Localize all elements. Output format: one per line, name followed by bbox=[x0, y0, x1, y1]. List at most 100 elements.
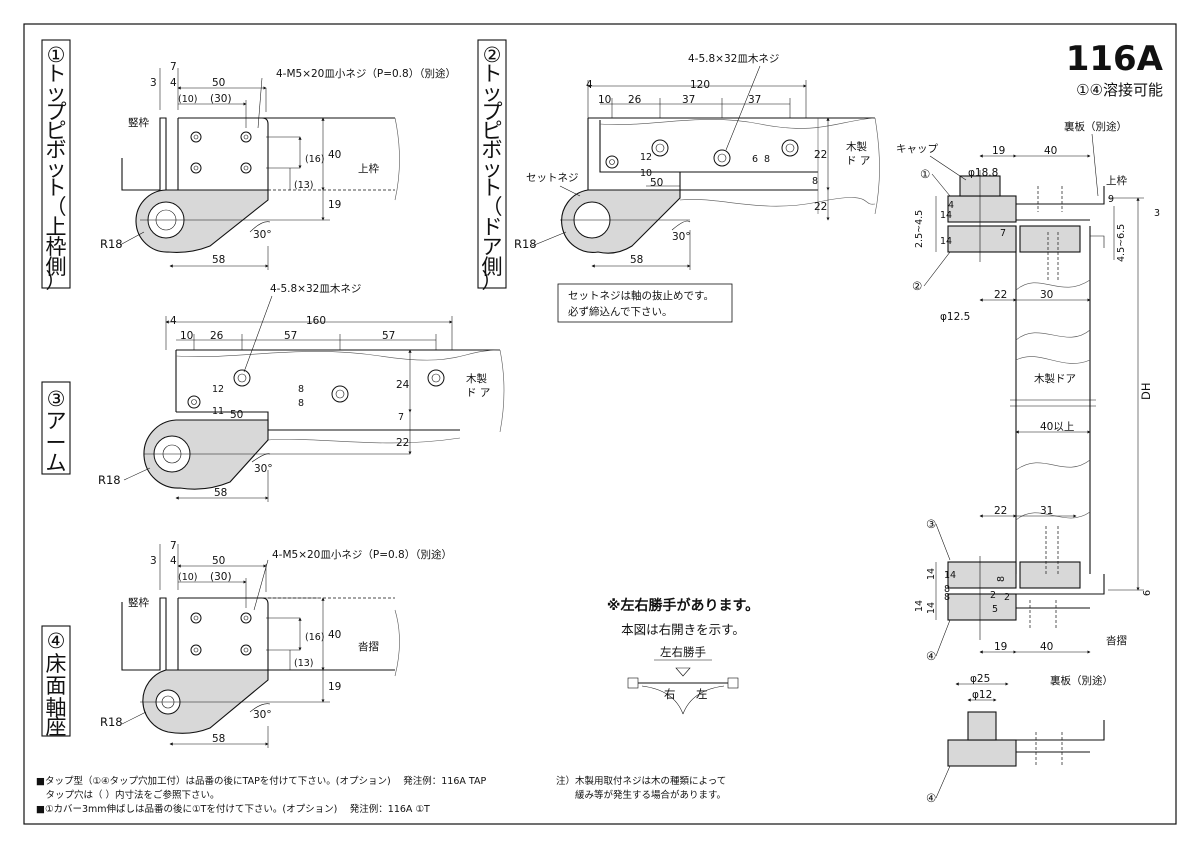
svg-text:）: ） bbox=[482, 269, 503, 293]
svg-text:120: 120 bbox=[690, 79, 710, 91]
svg-text:(13): (13) bbox=[294, 658, 314, 669]
svg-text:④: ④ bbox=[47, 629, 66, 653]
svg-text:37: 37 bbox=[682, 94, 695, 106]
svg-text:R18: R18 bbox=[514, 237, 537, 251]
svg-text:4-5.8×32皿木ネジ: 4-5.8×32皿木ネジ bbox=[688, 53, 779, 65]
svg-text:12: 12 bbox=[640, 152, 652, 163]
svg-text:プ: プ bbox=[482, 100, 503, 124]
model-number: 116A bbox=[1066, 39, 1164, 79]
svg-text:ト: ト bbox=[482, 62, 503, 86]
svg-text:40以上: 40以上 bbox=[1040, 421, 1074, 433]
svg-text:側: 側 bbox=[46, 255, 67, 279]
svg-text:R18: R18 bbox=[100, 237, 123, 251]
svg-text:床: 床 bbox=[46, 652, 67, 676]
svg-text:9: 9 bbox=[1108, 194, 1114, 205]
svg-text:(30): (30) bbox=[210, 93, 232, 105]
svg-text:DH: DH bbox=[1139, 382, 1153, 400]
svg-text:4: 4 bbox=[170, 555, 177, 567]
svg-text:8: 8 bbox=[944, 584, 950, 595]
label-arm: ③ ア ー ム bbox=[41, 381, 71, 475]
svg-text:7: 7 bbox=[170, 61, 177, 73]
svg-text:上: 上 bbox=[46, 215, 67, 239]
label-top-pivot-door: ② ト ッ プ ピ ボ ッ ト （ ド ア 側 ） bbox=[477, 39, 507, 293]
weldable-note: ①④溶接可能 bbox=[1076, 81, 1163, 99]
svg-text:4-M5×20皿小ネジ（P=0.8）（別途）: 4-M5×20皿小ネジ（P=0.8）（別途） bbox=[276, 67, 456, 80]
svg-text:必ず締込んで下さい。: 必ず締込んで下さい。 bbox=[568, 305, 672, 318]
svg-text:■①カバー3mm伸ばしは品番の後に①Tを付けて下さい。(オプ: ■①カバー3mm伸ばしは品番の後に①Tを付けて下さい。(オプション) 発注例：1… bbox=[36, 803, 430, 815]
svg-text:12: 12 bbox=[212, 384, 224, 395]
svg-text:(16): (16) bbox=[305, 154, 325, 165]
svg-text:）: ） bbox=[46, 269, 67, 293]
svg-text:22: 22 bbox=[396, 437, 409, 449]
svg-text:φ12.5: φ12.5 bbox=[940, 311, 970, 323]
svg-text:30: 30 bbox=[1040, 289, 1053, 301]
svg-text:面: 面 bbox=[46, 674, 67, 698]
hand-notice: ※左右勝手があります。 本図は右開きを示す。 左右勝手 右 左 bbox=[607, 597, 759, 715]
svg-text:(10): (10) bbox=[178, 572, 198, 583]
svg-text:裏板（別途）: 裏板（別途） bbox=[1064, 120, 1127, 133]
svg-text:竪枠: 竪枠 bbox=[128, 596, 149, 609]
svg-text:ッ: ッ bbox=[46, 81, 67, 105]
svg-text:④: ④ bbox=[926, 791, 936, 805]
svg-text:50: 50 bbox=[212, 77, 225, 89]
svg-text:11: 11 bbox=[212, 406, 224, 417]
svg-text:8: 8 bbox=[298, 398, 304, 409]
svg-text:上枠: 上枠 bbox=[1106, 174, 1128, 187]
svg-text:①: ① bbox=[47, 43, 66, 67]
svg-text:3: 3 bbox=[150, 555, 157, 567]
hand-notice-title: ※左右勝手があります。 bbox=[607, 597, 759, 614]
svg-text:4: 4 bbox=[586, 79, 593, 91]
svg-text:22: 22 bbox=[994, 505, 1007, 517]
svg-text:50: 50 bbox=[650, 177, 663, 189]
hand-legend-title: 左右勝手 bbox=[660, 645, 706, 659]
svg-text:19: 19 bbox=[994, 641, 1007, 653]
svg-text:ピ: ピ bbox=[482, 119, 503, 143]
svg-text:14: 14 bbox=[940, 236, 952, 247]
svg-text:ッ: ッ bbox=[482, 157, 503, 181]
svg-text:10: 10 bbox=[180, 330, 193, 342]
svg-text:2: 2 bbox=[1004, 592, 1010, 603]
svg-text:R18: R18 bbox=[100, 715, 123, 729]
svg-text:竪枠: 竪枠 bbox=[128, 116, 149, 129]
svg-text:30°: 30° bbox=[672, 231, 691, 243]
svg-text:30°: 30° bbox=[254, 463, 273, 475]
hand-notice-sub: 本図は右開きを示す。 bbox=[621, 622, 745, 637]
svg-text:30°: 30° bbox=[253, 709, 272, 721]
svg-text:ー: ー bbox=[46, 431, 67, 455]
svg-text:φ18.8: φ18.8 bbox=[968, 167, 998, 179]
svg-text:6: 6 bbox=[1142, 590, 1153, 596]
svg-text:注）木製用取付ネジは木の種類によって: 注）木製用取付ネジは木の種類によって bbox=[556, 775, 726, 787]
svg-text:軸: 軸 bbox=[46, 696, 67, 720]
svg-text:4-5.8×32皿木ネジ: 4-5.8×32皿木ネジ bbox=[270, 283, 361, 295]
svg-text:8: 8 bbox=[944, 592, 950, 603]
svg-text:タップ穴は（ ）内寸法をご参照下さい。: タップ穴は（ ）内寸法をご参照下さい。 bbox=[36, 789, 220, 801]
svg-text:40: 40 bbox=[1040, 641, 1053, 653]
svg-text:枠: 枠 bbox=[46, 235, 67, 259]
svg-text:22: 22 bbox=[814, 149, 827, 161]
svg-text:40: 40 bbox=[1044, 145, 1057, 157]
svg-text:8: 8 bbox=[996, 576, 1007, 582]
svg-text:58: 58 bbox=[212, 254, 225, 266]
svg-text:7: 7 bbox=[1000, 228, 1006, 239]
svg-text:ッ: ッ bbox=[46, 157, 67, 181]
svg-text:2: 2 bbox=[990, 590, 996, 601]
svg-text:④: ④ bbox=[926, 649, 936, 663]
svg-text:40: 40 bbox=[328, 149, 341, 161]
svg-text:8: 8 bbox=[812, 176, 818, 187]
svg-text:22: 22 bbox=[814, 201, 827, 213]
view-arm: 4 160 10 26 57 57 11 12 8 8 24 50 7 22 3… bbox=[98, 283, 505, 502]
svg-text:ド ア: ド ア bbox=[846, 155, 870, 167]
svg-text:裏板（別途）: 裏板（別途） bbox=[1050, 674, 1113, 687]
svg-text:プ: プ bbox=[46, 100, 67, 124]
svg-text:19: 19 bbox=[328, 681, 341, 693]
footnotes: ■タップ型（①④タップ穴加工付）は品番の後にTAPを付けて下さい。(オプション)… bbox=[36, 775, 726, 815]
svg-text:30°: 30° bbox=[253, 229, 272, 241]
view-top-pivot-door: 4 120 10 26 37 37 12 10 6 8 50 22 8 22 3… bbox=[514, 53, 880, 323]
svg-text:4.5~6.5: 4.5~6.5 bbox=[1116, 224, 1127, 262]
svg-text:4: 4 bbox=[170, 315, 177, 327]
svg-text:3: 3 bbox=[1154, 208, 1160, 219]
svg-text:58: 58 bbox=[630, 254, 643, 266]
svg-text:φ25: φ25 bbox=[970, 673, 990, 685]
svg-text:3: 3 bbox=[150, 77, 157, 89]
setscrew-note-box bbox=[557, 283, 733, 323]
